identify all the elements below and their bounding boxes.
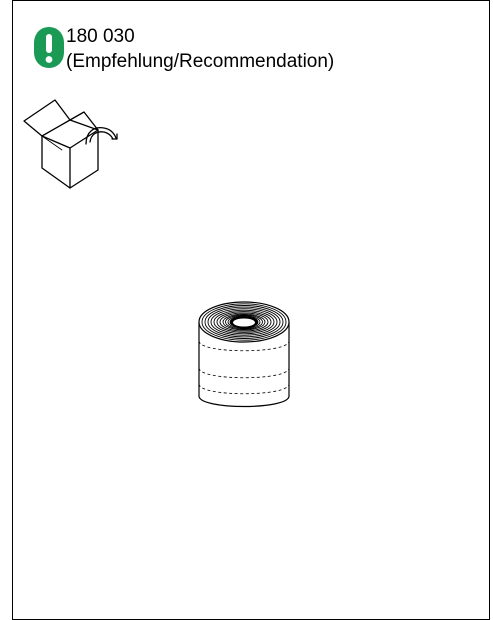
adhesive-tape-roll	[198, 301, 290, 408]
exclamation-icon	[34, 27, 64, 68]
notice-text: 180 030 (Empfehlung/Recommendation)	[66, 24, 334, 74]
article-number: 180 030	[66, 26, 135, 47]
open-box-icon	[23, 99, 118, 189]
recommendation-note: (Empfehlung/Recommendation)	[66, 51, 335, 72]
